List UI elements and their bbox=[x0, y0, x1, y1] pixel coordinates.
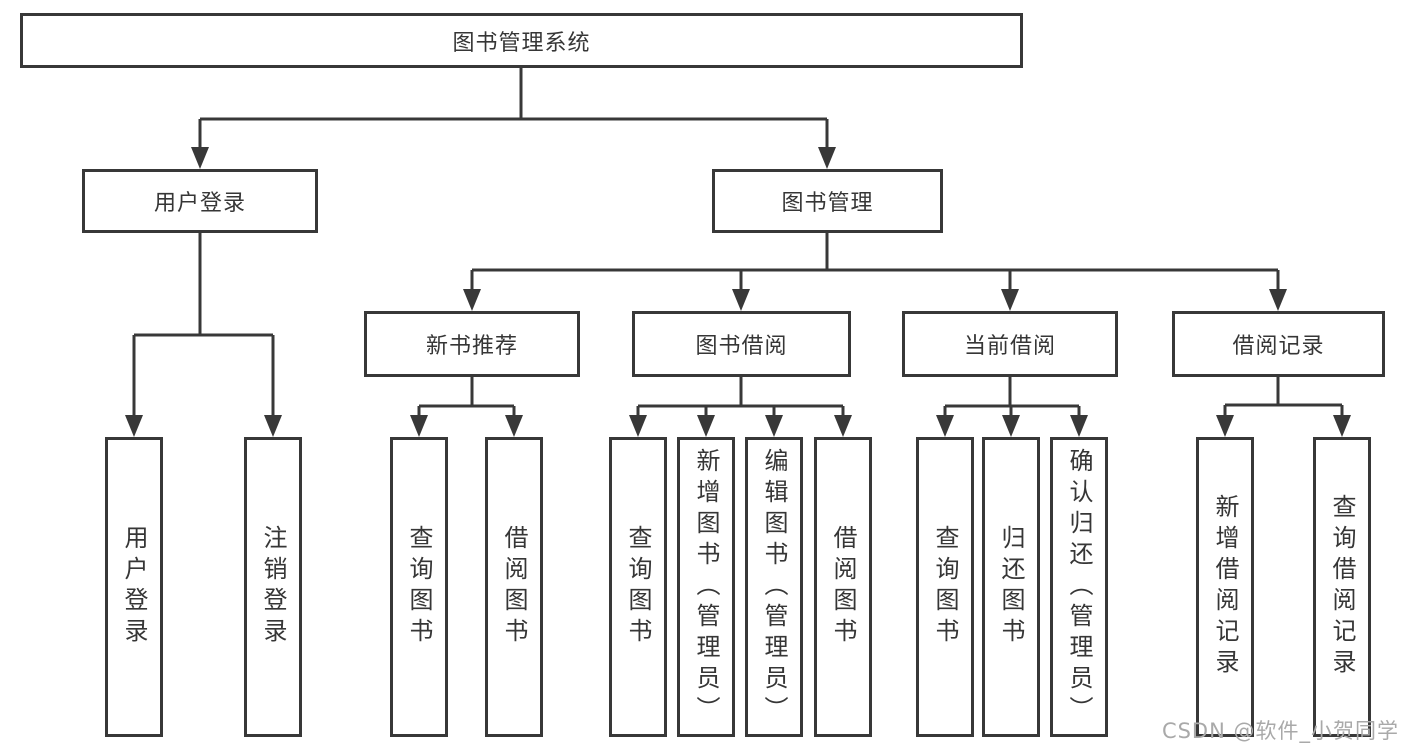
leaf-query-books-recommend: 查询图书 bbox=[390, 437, 448, 737]
node-label: 借阅记录 bbox=[1232, 334, 1325, 359]
node-label: 图书借阅 bbox=[695, 334, 788, 359]
leaf-user-login: 用户登录 bbox=[105, 437, 163, 737]
node-label: 当前借阅 bbox=[963, 334, 1056, 359]
leaf-edit-books-admin: 编辑图书（管理员） bbox=[745, 437, 803, 737]
leaf-query-books-borrow: 查询图书 bbox=[609, 437, 667, 737]
node-label: 图书管理系统 bbox=[452, 30, 591, 56]
node-book-management: 图书管理 bbox=[712, 169, 943, 233]
node-label: 注销登录 bbox=[259, 525, 287, 649]
node-label: 查询图书 bbox=[624, 525, 652, 649]
leaf-add-books-admin: 新增图书（管理员） bbox=[677, 437, 735, 737]
node-book-borrowing: 图书借阅 bbox=[632, 311, 851, 377]
node-label: 归还图书 bbox=[997, 525, 1025, 649]
node-label: 新增借阅记录 bbox=[1211, 494, 1239, 680]
leaf-borrow-books-recommend: 借阅图书 bbox=[485, 437, 543, 737]
node-borrowing-records: 借阅记录 bbox=[1172, 311, 1385, 377]
node-label: 确认归还（管理员） bbox=[1065, 447, 1093, 727]
leaf-return-books: 归还图书 bbox=[982, 437, 1040, 737]
node-root-system: 图书管理系统 bbox=[20, 13, 1023, 68]
node-label: 借阅图书 bbox=[500, 525, 528, 649]
node-label: 借阅图书 bbox=[829, 525, 857, 649]
leaf-borrow-books: 借阅图书 bbox=[814, 437, 872, 737]
node-user-login: 用户登录 bbox=[82, 169, 318, 233]
node-label: 用户登录 bbox=[120, 525, 148, 649]
leaf-confirm-return-admin: 确认归还（管理员） bbox=[1050, 437, 1108, 737]
node-label: 新书推荐 bbox=[425, 334, 518, 359]
node-label: 查询借阅记录 bbox=[1328, 494, 1356, 680]
node-label: 用户登录 bbox=[153, 191, 246, 216]
node-label: 新增图书（管理员） bbox=[692, 447, 720, 727]
node-label: 查询图书 bbox=[931, 525, 959, 649]
leaf-add-borrow-record: 新增借阅记录 bbox=[1196, 437, 1254, 737]
node-label: 查询图书 bbox=[405, 525, 433, 649]
node-current-borrowing: 当前借阅 bbox=[902, 311, 1118, 377]
node-label: 图书管理 bbox=[781, 191, 874, 216]
leaf-query-books-current: 查询图书 bbox=[916, 437, 974, 737]
leaf-logout: 注销登录 bbox=[244, 437, 302, 737]
node-label: 编辑图书（管理员） bbox=[760, 447, 788, 727]
csdn-watermark: CSDN @软件_小贺同学 bbox=[1161, 719, 1399, 743]
leaf-query-borrow-record: 查询借阅记录 bbox=[1313, 437, 1371, 737]
node-new-book-recommend: 新书推荐 bbox=[364, 311, 580, 377]
